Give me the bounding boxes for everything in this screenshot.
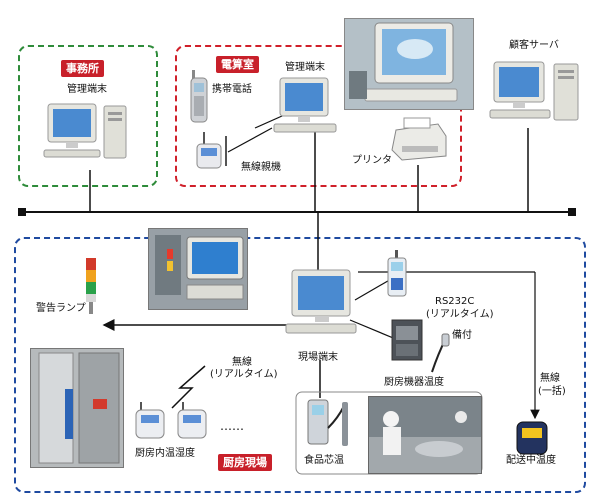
cold-storage-photo <box>30 348 124 468</box>
wireless-realtime-label-1: 無線 <box>232 357 252 368</box>
kitchen-zone <box>14 237 586 493</box>
kitchen-staff-photo <box>368 396 482 474</box>
wireless-batch-label-1: 無線 <box>540 373 560 384</box>
site-terminal-label: 現場端末 <box>298 352 338 363</box>
kitchen-badge: 厨房現場 <box>218 454 272 471</box>
food-core-probe-icon <box>307 399 348 446</box>
wireless-realtime-label-2: (リアルタイム) <box>210 369 278 380</box>
room-humidity-label: 厨房内温湿度 <box>135 448 195 459</box>
wireless-batch-label-2: (一括) <box>538 386 566 397</box>
cc-terminal-label: 管理端末 <box>285 62 325 73</box>
warning-lamp-label: 警告ランプ <box>36 303 86 314</box>
delivery-logger-icon <box>516 421 548 455</box>
wireless-signal <box>171 365 206 409</box>
wireless-base-icon <box>196 132 227 169</box>
rs232c-label-2: (リアルタイム) <box>426 309 494 320</box>
equipment-temp-label: 厨房機器温度 <box>384 377 444 388</box>
rs232c-label-1: RS232C <box>435 296 475 307</box>
attached-label: 備付 <box>452 330 472 341</box>
backbone-end-left <box>18 208 26 216</box>
office-pc-icon <box>43 103 127 159</box>
room-sensor-icon-1 <box>135 402 165 439</box>
office-zone <box>18 45 158 187</box>
customer-server-icon <box>489 61 579 121</box>
handheld-logger-icon <box>387 250 407 297</box>
ellipsis-label: …… <box>220 419 244 433</box>
office-terminal-label: 管理端末 <box>67 84 107 95</box>
backbone-end-right <box>568 208 576 216</box>
printer-icon <box>391 117 447 161</box>
customer-server-label: 顧客サーバ <box>509 40 559 51</box>
site-equipment-photo <box>148 228 248 310</box>
printer-label: プリンタ <box>352 155 392 166</box>
kitchen-equipment-icon <box>391 319 423 361</box>
computer-room-photo <box>344 18 474 110</box>
wireless-base-label: 無線親機 <box>241 162 281 173</box>
site-pc-icon <box>285 269 357 334</box>
delivery-temp-label: 配送中温度 <box>506 455 556 466</box>
food-core-label: 食品芯温 <box>304 455 344 466</box>
cc-pc-icon <box>273 77 337 133</box>
office-badge: 事務所 <box>61 60 104 77</box>
computer-room-zone <box>175 45 462 187</box>
room-sensor-icon-2 <box>177 402 207 439</box>
warning-lamp-icon <box>86 258 96 314</box>
mobile-phone-icon <box>190 70 208 123</box>
mobile-phone-label: 携帯電話 <box>212 84 252 95</box>
equipment-probe-icon <box>431 333 450 373</box>
computer-room-badge: 電算室 <box>216 56 259 73</box>
